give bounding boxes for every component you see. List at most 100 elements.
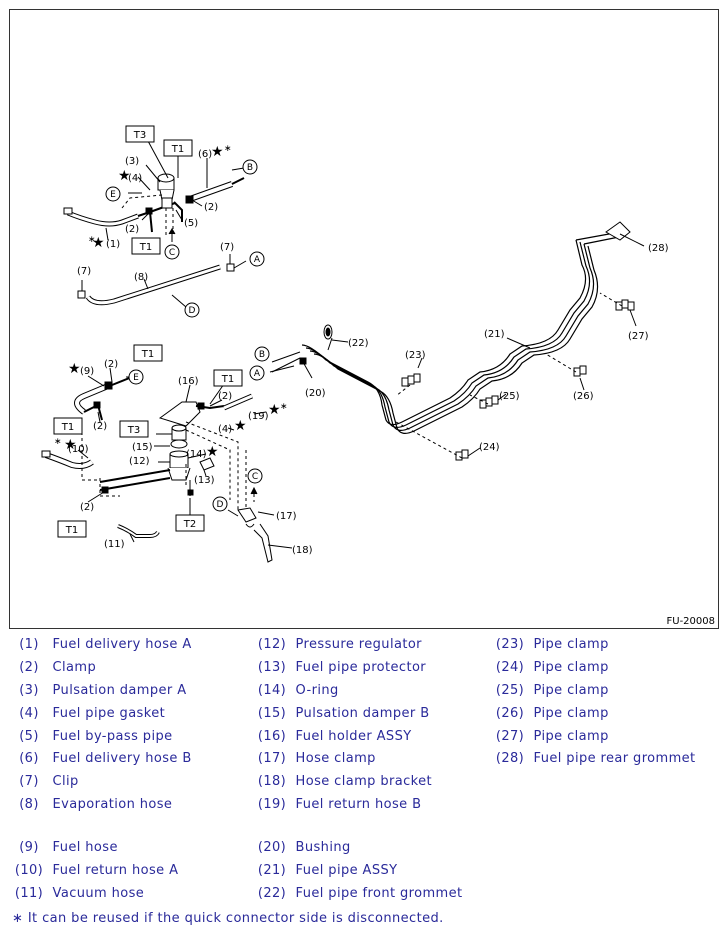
callout-2-b: (2)	[218, 391, 232, 402]
legend-label: Pipe clamp	[533, 637, 609, 652]
callout-23: (23)	[405, 350, 426, 361]
callout-21: (21)	[484, 329, 505, 340]
legend-num: (16)	[257, 729, 287, 744]
legend-item-2: (2) Clamp	[10, 660, 96, 675]
legend-item-23: (23) Pipe clamp	[491, 637, 609, 652]
svg-text:★: ★	[268, 402, 281, 418]
legend-label: Pipe clamp	[533, 683, 609, 698]
legend-item-21: (21) Fuel pipe ASSY	[253, 863, 397, 878]
callout-18: (18)	[292, 545, 313, 556]
svg-text:★: ★	[118, 168, 131, 184]
callout-2-d: (2)	[80, 502, 94, 513]
callout-15: (15)	[132, 442, 153, 453]
legend-item-13: (13) Fuel pipe protector	[253, 660, 426, 675]
callout-13: (13)	[194, 475, 215, 486]
callout-5: (5)	[184, 218, 198, 229]
legend-num: (1)	[19, 637, 39, 652]
callout-2-c: (2)	[93, 421, 107, 432]
callout-7-right: (7)	[220, 242, 234, 253]
legend-item-25: (25) Pipe clamp	[491, 683, 609, 698]
svg-text:★: ★	[211, 144, 224, 160]
legend-item-28: (28) Fuel pipe rear grommet	[491, 751, 696, 766]
callout-8: (8)	[134, 272, 148, 283]
callout-t1-d: T1	[61, 422, 74, 433]
connector-e-bottom: E	[133, 373, 139, 383]
callout-7-left: (7)	[77, 266, 91, 277]
callout-2-a: (2)	[104, 359, 118, 370]
figure-code: FU-20008	[666, 616, 716, 627]
callout-t1-mid: T1	[139, 242, 152, 253]
legend-label: Fuel pipe protector	[295, 660, 427, 675]
legend-label: Fuel delivery hose B	[52, 751, 192, 766]
legend-item-17: (17) Hose clamp	[253, 751, 376, 766]
callout-t3-top: T3	[133, 130, 146, 141]
callout-4-b: (4)	[218, 424, 232, 435]
legend-num: (28)	[495, 751, 525, 766]
callout-2-top-right: (2)	[204, 202, 218, 213]
legend-item-1: (1) Fuel delivery hose A	[10, 637, 192, 652]
legend-label: Fuel hose	[52, 840, 118, 855]
legend-num: (19)	[257, 797, 287, 812]
legend-num: (12)	[257, 637, 287, 652]
legend-num: (2)	[19, 660, 39, 675]
svg-text:∗: ∗	[88, 235, 96, 245]
legend-num: (9)	[19, 840, 39, 855]
callout-t2: T2	[183, 519, 196, 530]
callout-t3-b: T3	[127, 425, 140, 436]
legend-item-3: (3) Pulsation damper A	[10, 683, 186, 698]
legend-label: Fuel pipe ASSY	[295, 863, 398, 878]
legend-num: (23)	[495, 637, 525, 652]
legend-label: Pulsation damper A	[52, 683, 187, 698]
legend-item-19: (19) Fuel return hose B	[253, 797, 421, 812]
callout-14: (14)	[186, 449, 207, 460]
legend-label: Fuel pipe front grommet	[295, 886, 463, 901]
legend-label: O-ring	[295, 683, 339, 698]
legend-num: (24)	[495, 660, 525, 675]
connector-c-bottom: C	[252, 472, 258, 482]
legend-item-6: (6) Fuel delivery hose B	[10, 751, 192, 766]
legend-num: (10)	[14, 863, 44, 878]
connector-d-bottom: D	[217, 500, 224, 510]
callout-10: (10)	[68, 444, 89, 455]
legend-item-11: (11) Vacuum hose	[10, 886, 144, 901]
svg-text:∗: ∗	[224, 144, 232, 154]
legend-label: Fuel return hose A	[52, 863, 179, 878]
legend-label: Fuel pipe gasket	[52, 706, 166, 721]
legend-item-9: (9) Fuel hose	[10, 840, 118, 855]
legend-label: Evaporation hose	[52, 797, 173, 812]
legend-item-5: (5) Fuel by-pass pipe	[10, 729, 173, 744]
connector-a-top: A	[254, 255, 261, 265]
legend-label: Fuel delivery hose A	[52, 637, 192, 652]
callout-4: (4)	[128, 173, 142, 184]
svg-text:∗: ∗	[280, 402, 288, 412]
legend-num: (18)	[257, 774, 287, 789]
connector-a-mid: A	[254, 369, 261, 379]
callout-t1-top: T1	[171, 144, 184, 155]
callout-2-top-left: (2)	[125, 224, 139, 235]
callout-t1-c: T1	[221, 374, 234, 385]
svg-text:★: ★	[68, 361, 81, 377]
legend-item-18: (18) Hose clamp bracket	[253, 774, 432, 789]
legend-label: Pulsation damper B	[295, 706, 430, 721]
legend-num: (20)	[257, 840, 287, 855]
legend-item-16: (16) Fuel holder ASSY	[253, 729, 412, 744]
legend-label: Hose clamp	[295, 751, 376, 766]
legend-label: Hose clamp bracket	[295, 774, 433, 789]
callout-16: (16)	[178, 376, 199, 387]
legend-label: Pipe clamp	[533, 729, 609, 744]
legend-num: (13)	[257, 660, 287, 675]
svg-text:∗: ∗	[54, 437, 62, 447]
legend-label: Pressure regulator	[295, 637, 422, 652]
legend-num: (17)	[257, 751, 287, 766]
legend-label: Bushing	[295, 840, 351, 855]
legend-item-22: (22) Fuel pipe front grommet	[253, 886, 463, 901]
legend-item-4: (4) Fuel pipe gasket	[10, 706, 165, 721]
legend-num: (26)	[495, 706, 525, 721]
fuel-pipe-assy	[301, 231, 625, 434]
legend-label: Fuel pipe rear grommet	[533, 751, 696, 766]
callout-20: (20)	[305, 388, 326, 399]
legend-item-12: (12) Pressure regulator	[253, 637, 422, 652]
callout-6: (6)	[198, 149, 212, 160]
legend-num: (14)	[257, 683, 287, 698]
connector-e-top: E	[110, 190, 116, 200]
